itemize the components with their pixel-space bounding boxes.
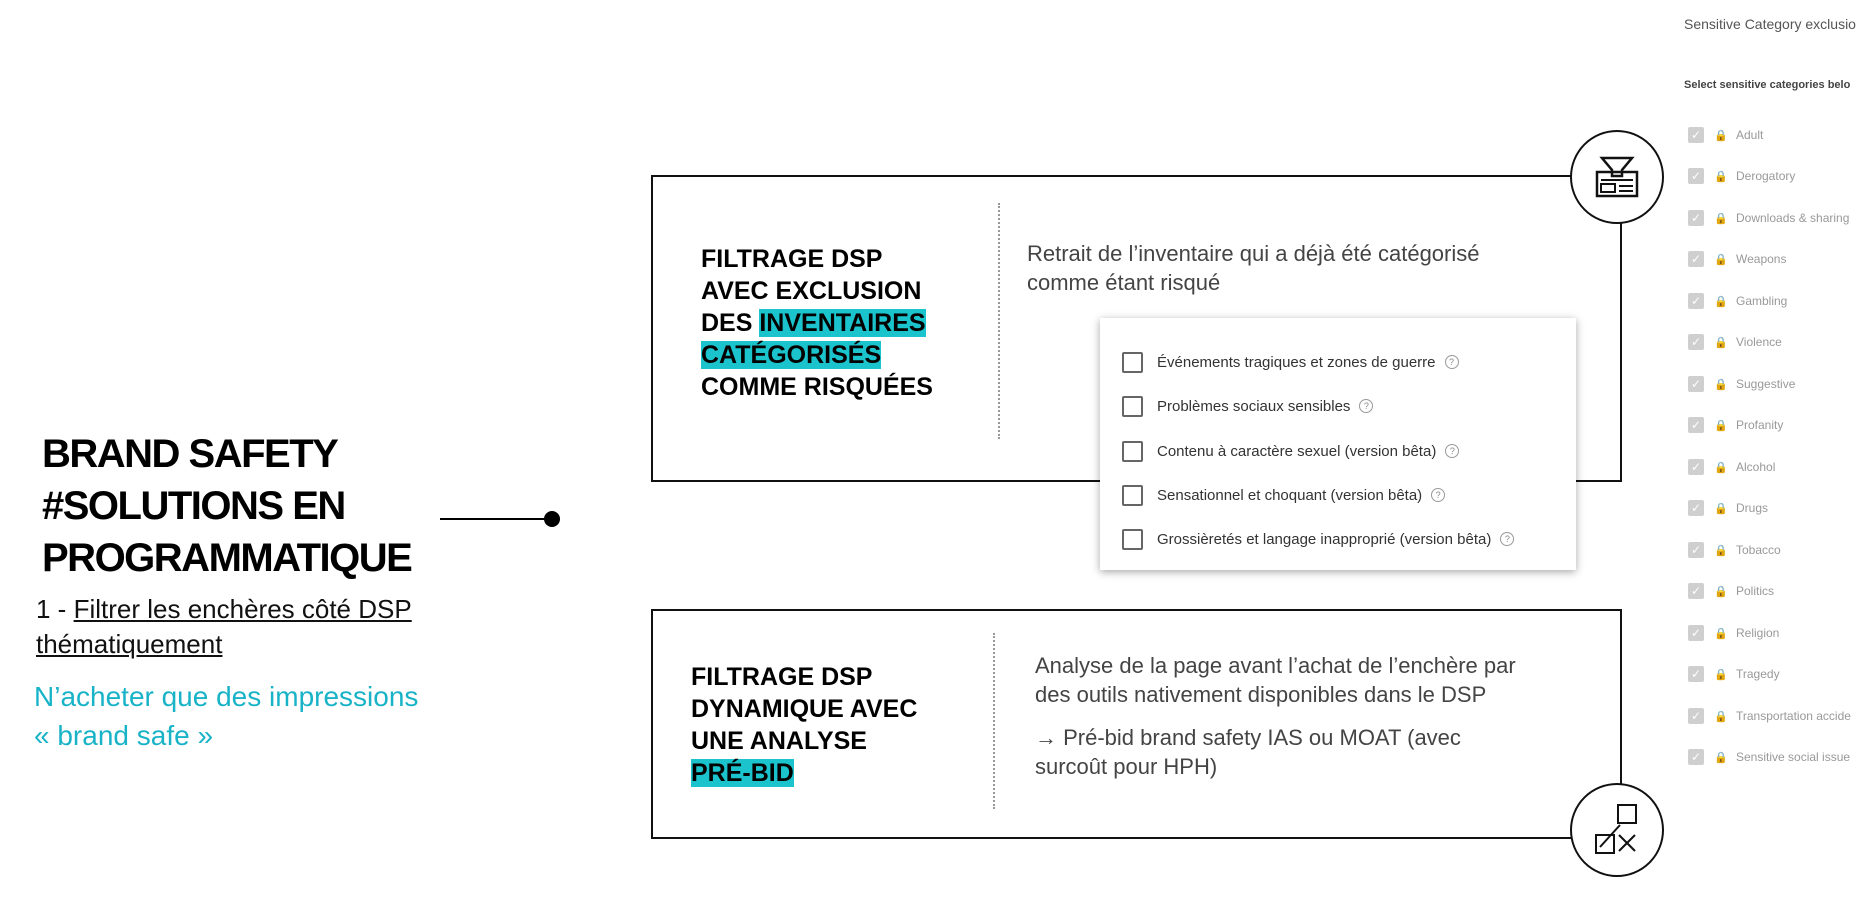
popup-option[interactable]: Événements tragiques et zones de guerre … (1122, 350, 1459, 374)
sensitive-category-popup: Événements tragiques et zones de guerre … (1100, 318, 1576, 570)
lock-icon: 🔒 (1714, 751, 1728, 764)
category-item[interactable]: ✓🔒Politics (1688, 580, 1774, 602)
checkbox-checked-icon[interactable]: ✓ (1688, 376, 1704, 392)
box1-divider (998, 203, 1000, 439)
tagline-line-1: N’acheter que des impressions (34, 681, 419, 712)
lock-icon: 🔒 (1714, 295, 1728, 308)
dsp-exclusion-label: FILTRAGE DSP AVEC EXCLUSION DES INVENTAI… (701, 245, 933, 401)
lock-icon: 🔒 (1714, 170, 1728, 183)
category-item[interactable]: ✓🔒Gambling (1688, 290, 1787, 312)
dsp-prebid-description: Analyse de la page avant l’achat de l’en… (1035, 653, 1516, 779)
lock-icon: 🔒 (1714, 419, 1728, 432)
option-checkbox[interactable] (1122, 395, 1143, 417)
category-item[interactable]: ✓🔒Adult (1688, 124, 1763, 146)
tagline-line-2: « brand safe » (34, 720, 214, 751)
right-panel-title: Sensitive Category exclusio (1684, 16, 1856, 32)
connector-dot (544, 511, 560, 527)
category-item[interactable]: ✓🔒Profanity (1688, 414, 1783, 436)
shapes-icon (1570, 783, 1664, 877)
category-item[interactable]: ✓🔒Suggestive (1688, 373, 1795, 395)
lock-icon: 🔒 (1714, 378, 1728, 391)
checkbox-checked-icon[interactable]: ✓ (1688, 625, 1704, 641)
highlight-inventaires: INVENTAIRES (759, 309, 926, 337)
checkbox-checked-icon[interactable]: ✓ (1688, 417, 1704, 433)
category-item[interactable]: ✓🔒Downloads & sharing (1688, 207, 1849, 229)
highlight-prebid: PRÉ-BID (691, 759, 794, 787)
category-item[interactable]: ✓🔒Tragedy (1688, 663, 1780, 685)
category-item[interactable]: ✓🔒Weapons (1688, 248, 1786, 270)
dsp-prebid-label: FILTRAGE DSP DYNAMIQUE AVEC UNE ANALYSE … (691, 663, 918, 787)
checkbox-checked-icon[interactable]: ✓ (1688, 127, 1704, 143)
main-title-line-1: BRAND SAFETY (42, 432, 339, 476)
checkbox-checked-icon[interactable]: ✓ (1688, 666, 1704, 682)
lock-icon: 🔒 (1714, 336, 1728, 349)
connector-line (440, 518, 550, 520)
checkbox-checked-icon[interactable]: ✓ (1688, 542, 1704, 558)
checkbox-checked-icon[interactable]: ✓ (1688, 583, 1704, 599)
checkbox-checked-icon[interactable]: ✓ (1688, 459, 1704, 475)
highlight-categorises: CATÉGORISÉS (701, 341, 882, 369)
option-checkbox[interactable] (1122, 528, 1143, 550)
help-icon[interactable]: ? (1500, 532, 1515, 546)
popup-option[interactable]: Sensationnel et choquant (version bêta) … (1122, 483, 1446, 507)
category-item[interactable]: ✓🔒Alcohol (1688, 456, 1775, 478)
lock-icon: 🔒 (1714, 253, 1728, 266)
lock-icon: 🔒 (1714, 502, 1728, 515)
checkbox-checked-icon[interactable]: ✓ (1688, 293, 1704, 309)
category-item[interactable]: ✓🔒Drugs (1688, 497, 1768, 519)
lock-icon: 🔒 (1714, 129, 1728, 142)
help-icon[interactable]: ? (1444, 355, 1459, 369)
lock-icon: 🔒 (1714, 212, 1728, 225)
help-icon[interactable]: ? (1359, 399, 1374, 413)
lock-icon: 🔒 (1714, 627, 1728, 640)
dsp-prebid-box: FILTRAGE DSP DYNAMIQUE AVEC UNE ANALYSE … (651, 609, 1622, 839)
main-title-line-3: PROGRAMMATIQUE (42, 536, 413, 580)
help-icon[interactable]: ? (1445, 444, 1460, 458)
lock-icon: 🔒 (1714, 461, 1728, 474)
help-icon[interactable]: ? (1431, 488, 1446, 502)
lock-icon: 🔒 (1714, 544, 1728, 557)
dsp-exclusion-description: Retrait de l’inventaire qui a déjà été c… (1027, 241, 1480, 295)
checkbox-checked-icon[interactable]: ✓ (1688, 749, 1704, 765)
lock-icon: 🔒 (1714, 710, 1728, 723)
box2-divider (993, 633, 995, 809)
checkbox-checked-icon[interactable]: ✓ (1688, 168, 1704, 184)
checkbox-checked-icon[interactable]: ✓ (1688, 251, 1704, 267)
checkbox-checked-icon[interactable]: ✓ (1688, 708, 1704, 724)
category-item[interactable]: ✓🔒Transportation accide (1688, 705, 1851, 727)
checkbox-checked-icon[interactable]: ✓ (1688, 334, 1704, 350)
category-item[interactable]: ✓🔒Violence (1688, 331, 1782, 353)
lock-icon: 🔒 (1714, 668, 1728, 681)
popup-option[interactable]: Contenu à caractère sexuel (version bêta… (1122, 439, 1460, 463)
category-item[interactable]: ✓🔒Derogatory (1688, 165, 1795, 187)
popup-option[interactable]: Grossièretés et langage inapproprié (ver… (1122, 527, 1515, 551)
right-panel-subtitle: Select sensitive categories belo (1684, 79, 1851, 91)
popup-option[interactable]: Problèmes sociaux sensibles ? (1122, 394, 1374, 418)
subtitle-prefix: 1 - (36, 594, 74, 624)
option-checkbox[interactable] (1122, 351, 1143, 373)
category-item[interactable]: ✓🔒Religion (1688, 622, 1779, 644)
category-item[interactable]: ✓🔒Tobacco (1688, 539, 1781, 561)
main-title: BRAND SAFETY #SOLUTIONS EN PROGRAMMATIQU… (42, 428, 462, 584)
checkbox-checked-icon[interactable]: ✓ (1688, 500, 1704, 516)
option-checkbox[interactable] (1122, 484, 1143, 506)
checkbox-checked-icon[interactable]: ✓ (1688, 210, 1704, 226)
option-checkbox[interactable] (1122, 440, 1143, 462)
tagline: N’acheter que des impressions « brand sa… (34, 677, 534, 755)
lock-icon: 🔒 (1714, 585, 1728, 598)
main-title-line-2: #SOLUTIONS EN (42, 484, 346, 528)
category-item[interactable]: ✓🔒Sensitive social issue (1688, 746, 1850, 768)
filter-list-icon (1570, 130, 1664, 224)
